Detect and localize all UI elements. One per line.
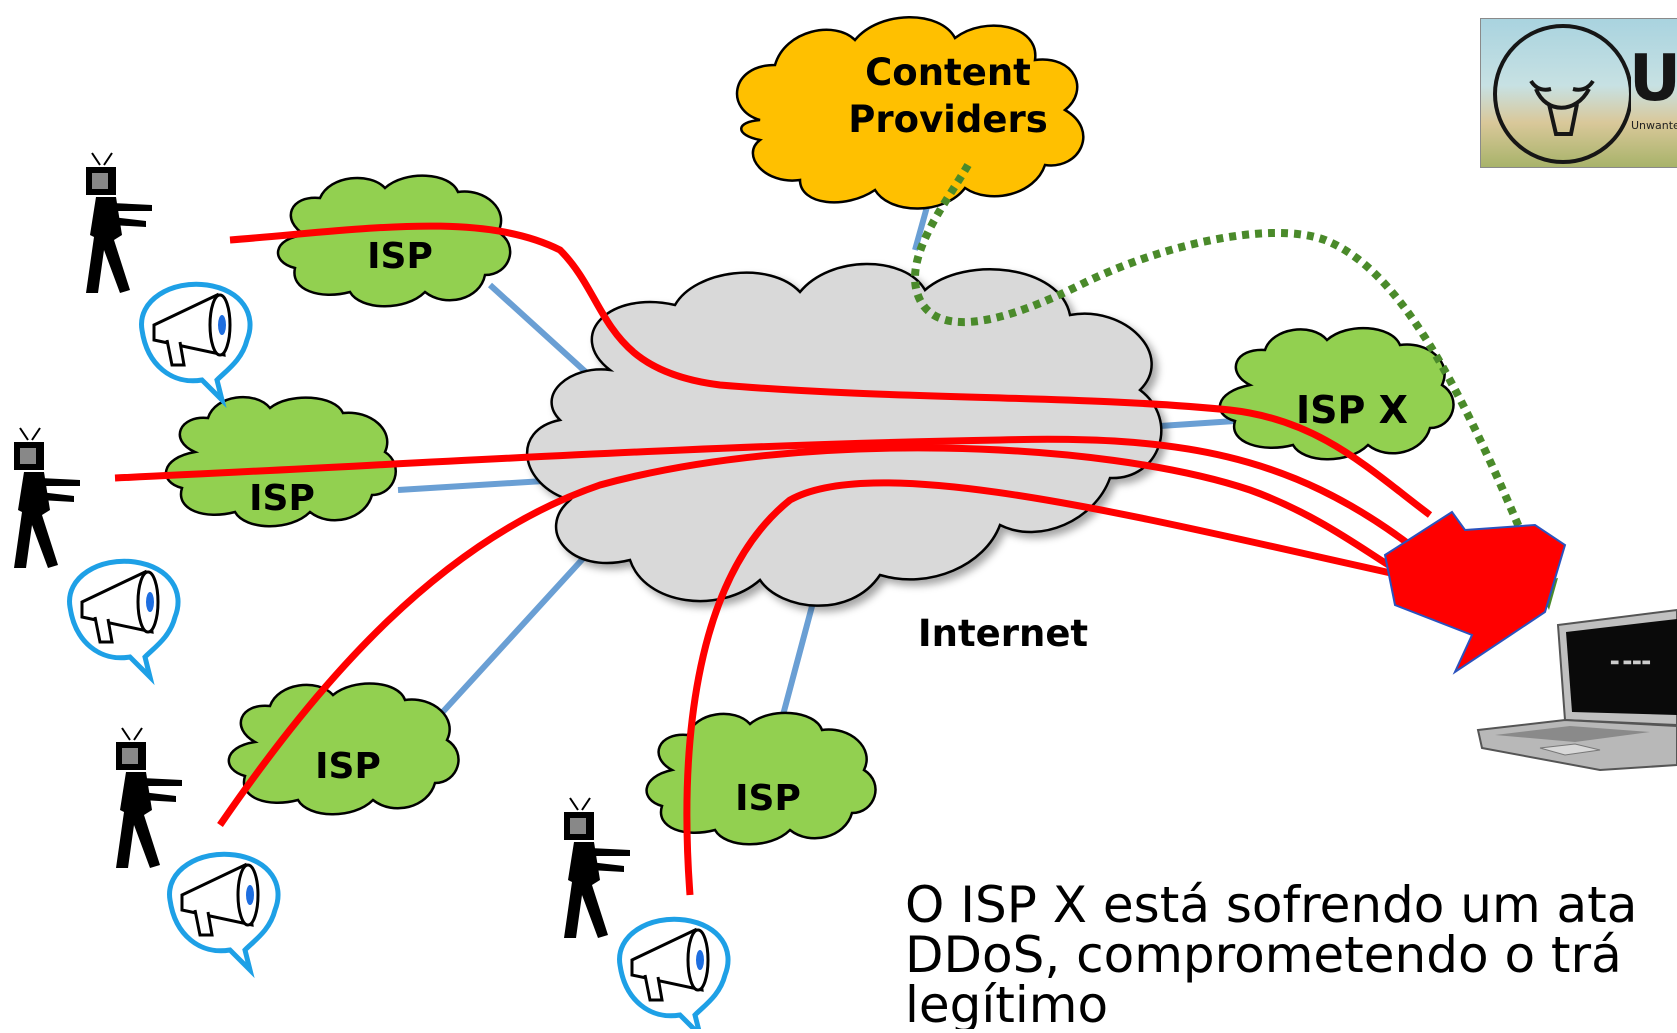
internet-cloud	[525, 262, 1163, 607]
link-isp2	[397, 477, 561, 493]
megaphone-icon	[617, 916, 731, 1033]
zombie-icon	[14, 427, 80, 568]
attack-path-2	[114, 435, 1413, 548]
content-providers-label-line1: Content	[865, 51, 1031, 94]
isp-x-label: ISP X	[1296, 388, 1408, 432]
attack-traffic	[114, 222, 1433, 896]
isp-label-2: ISP	[249, 478, 315, 519]
link-isp1	[487, 282, 603, 388]
logo-subtext: Unwanted	[1631, 119, 1677, 132]
isp-x-cloud	[1218, 326, 1455, 461]
caption-line-3: legítimo	[905, 976, 1109, 1029]
attack-path-1	[229, 222, 1433, 518]
caption: O ISP X está sofrendo um ata DDoS, compr…	[905, 880, 1677, 1029]
laptop-icon: ▬ ▬▬▬	[1476, 608, 1677, 772]
caption-line-2: DDoS, comprometendo o trá	[905, 926, 1622, 984]
legit-traffic-path	[911, 163, 1549, 592]
zombie-icon	[564, 797, 630, 938]
attack-path-3	[217, 444, 1402, 827]
link-isp3	[437, 537, 603, 718]
content-providers-cloud	[735, 16, 1085, 210]
attack-path-4	[683, 479, 1401, 896]
isp-cloud-4	[645, 711, 877, 846]
content-providers-label-line2: Providers	[848, 98, 1047, 141]
logo-letter: U	[1629, 42, 1677, 116]
isp-label-1: ISP	[367, 236, 433, 277]
megaphone-icon	[167, 851, 281, 979]
megaphone-icon	[139, 281, 253, 409]
isp-cloud-1	[276, 174, 512, 308]
zombie-icon	[86, 152, 152, 293]
isp-label-3: ISP	[315, 746, 381, 787]
caption-line-1: O ISP X está sofrendo um ata	[905, 880, 1638, 934]
svg-text:▬ ▬▬▬: ▬ ▬▬▬	[1610, 657, 1651, 668]
isp-cloud-3	[227, 682, 460, 816]
zombie-icon	[116, 727, 182, 868]
isp-cloud-2	[164, 395, 397, 528]
internet-label: Internet	[918, 612, 1088, 655]
isp-label-4: ISP	[735, 778, 801, 819]
logo-icon: U Unwanted	[1480, 18, 1677, 168]
attack-arrowhead	[1383, 510, 1567, 675]
megaphone-icon	[67, 558, 181, 686]
